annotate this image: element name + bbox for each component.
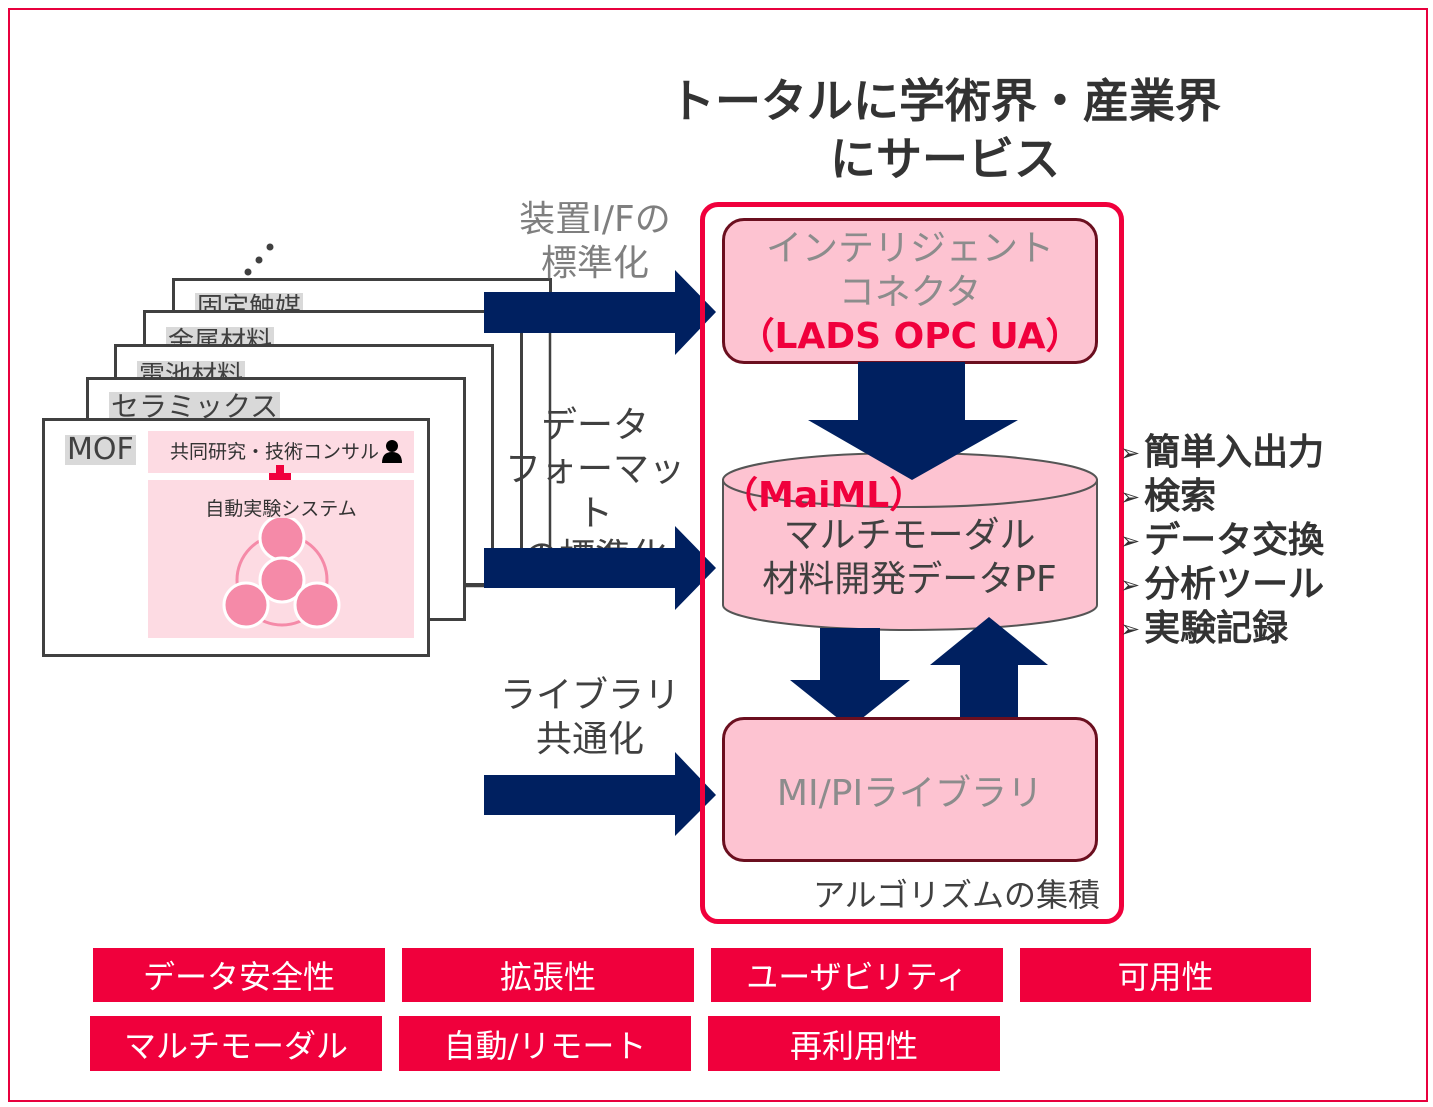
arrowhead-bullet-icon: ➢ bbox=[1120, 439, 1141, 467]
arrow-right-icon bbox=[484, 526, 716, 610]
quality-badge: データ安全性 bbox=[93, 948, 385, 1002]
pf-line: 材料開発データPF bbox=[762, 559, 1057, 600]
plus-icon bbox=[269, 465, 291, 489]
collab-label: 共同研究・技術コンサル bbox=[170, 441, 380, 463]
label-line: フォーマット bbox=[504, 449, 685, 534]
label-line: 共通化 bbox=[535, 719, 644, 760]
label-line: 標準化 bbox=[540, 243, 649, 284]
database-cylinder bbox=[722, 452, 1098, 631]
arrowhead-bullet-icon: ➢ bbox=[1120, 483, 1141, 511]
connector-standard: （LADS OPC UA） bbox=[738, 316, 1082, 357]
quality-badge: 自動/リモート bbox=[399, 1016, 691, 1071]
quality-badge: マルチモーダル bbox=[90, 1016, 382, 1071]
feature-item: ➢実験記録 bbox=[1120, 607, 1324, 651]
maiml-label: （MaiML） bbox=[722, 475, 926, 516]
outer-frame bbox=[8, 8, 1428, 1102]
feature-list: ➢簡単入出力 ➢検索 ➢データ交換 ➢分析ツール ➢実験記録 bbox=[1120, 431, 1324, 651]
quality-badge: 拡張性 bbox=[402, 948, 694, 1002]
arrowhead-bullet-icon: ➢ bbox=[1120, 571, 1141, 599]
feature-label: 分析ツール bbox=[1144, 564, 1325, 605]
page-title: トータルに学術界・産業界 にサービス bbox=[620, 72, 1270, 188]
arrow-down-icon bbox=[790, 628, 910, 728]
feature-item: ➢簡単入出力 bbox=[1120, 431, 1324, 475]
feature-label: 検索 bbox=[1144, 476, 1217, 517]
mi-pi-library-box: MI/PIライブラリ bbox=[722, 717, 1098, 862]
feature-item: ➢分析ツール bbox=[1120, 563, 1324, 607]
card-mof: MOF 共同研究・技術コンサル 自動実験システム bbox=[42, 418, 430, 657]
arrow-up-icon bbox=[930, 617, 1048, 717]
intelligent-connector-box: インテリジェント コネクタ （LADS OPC UA） bbox=[722, 218, 1098, 364]
label-line: データ bbox=[540, 405, 649, 446]
quality-badge: 可用性 bbox=[1020, 948, 1311, 1002]
pf-line: マルチモーダル bbox=[783, 515, 1036, 556]
quality-badge: ユーザビリティ bbox=[711, 948, 1003, 1002]
platform-frame bbox=[700, 202, 1124, 924]
feature-item: ➢データ交換 bbox=[1120, 519, 1324, 563]
quality-badge: 再利用性 bbox=[708, 1016, 1000, 1071]
feature-label: 実験記録 bbox=[1144, 608, 1289, 649]
arrow-right-icon bbox=[484, 270, 716, 355]
person-icon bbox=[382, 440, 402, 463]
data-pf-label: マルチモーダル 材料開発データPF bbox=[722, 514, 1097, 602]
algorithm-caption: アルゴリズムの集積 bbox=[812, 876, 1100, 914]
device-if-label: 装置I/Fの 標準化 bbox=[500, 198, 690, 286]
label-line: ライブラリ bbox=[499, 675, 680, 716]
arrow-right-icon bbox=[484, 752, 716, 836]
title-line: にサービス bbox=[830, 132, 1060, 186]
title-line: トータルに学術界・産業界 bbox=[669, 74, 1221, 128]
card-label: MOF bbox=[65, 432, 136, 467]
label-line: 装置I/Fの bbox=[519, 199, 671, 240]
more-dots-icon bbox=[244, 243, 274, 276]
arrowhead-bullet-icon: ➢ bbox=[1120, 527, 1141, 555]
library-name: MI/PIライブラリ bbox=[776, 772, 1044, 814]
feature-item: ➢検索 bbox=[1120, 475, 1324, 519]
card-label: セラミックス bbox=[109, 390, 281, 423]
arrow-down-icon bbox=[808, 362, 1018, 480]
connector-line: コネクタ bbox=[838, 272, 982, 313]
arrowhead-bullet-icon: ➢ bbox=[1120, 615, 1141, 643]
collab-box: 共同研究・技術コンサル bbox=[148, 431, 414, 473]
auto-system-label: 自動実験システム bbox=[205, 498, 357, 520]
connector-line: インテリジェント bbox=[765, 228, 1054, 269]
auto-system-box: 自動実験システム bbox=[148, 480, 414, 638]
library-label: ライブラリ 共通化 bbox=[490, 674, 690, 762]
feature-label: データ交換 bbox=[1144, 520, 1325, 561]
feature-label: 簡単入出力 bbox=[1144, 432, 1325, 473]
cycle-diagram-icon bbox=[222, 518, 341, 629]
